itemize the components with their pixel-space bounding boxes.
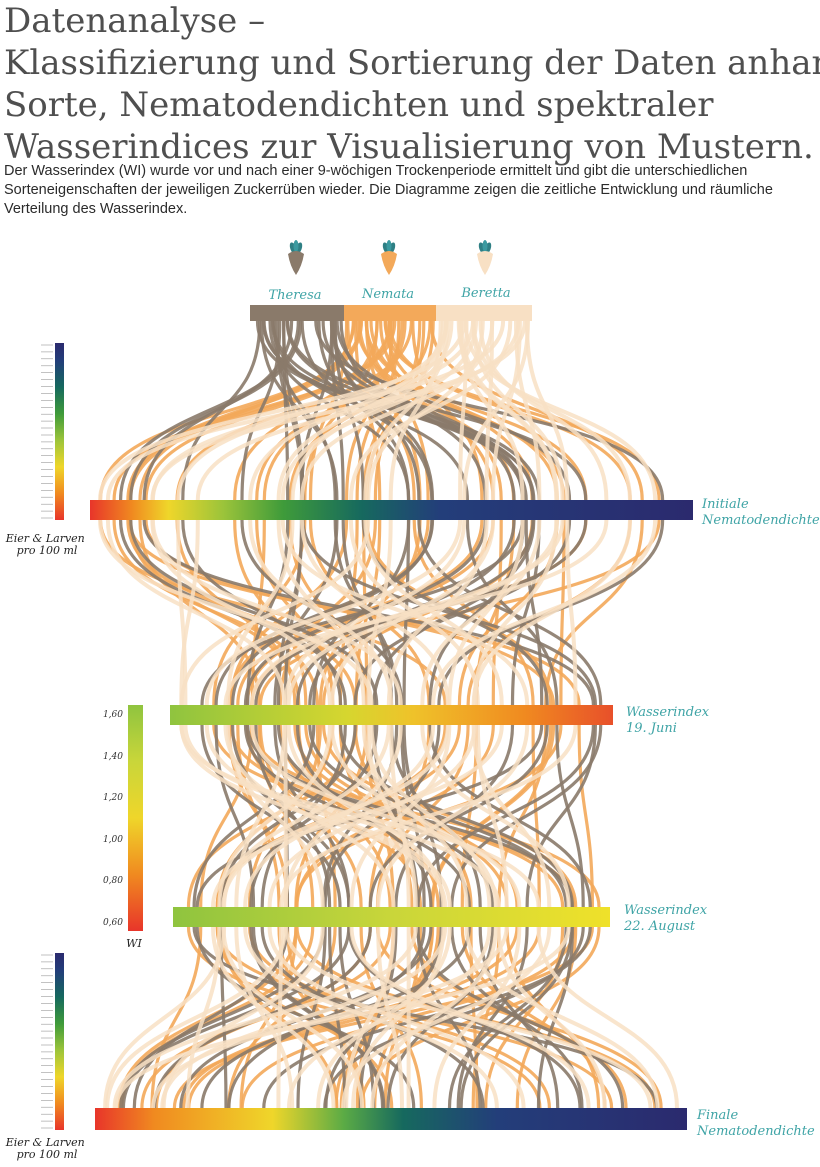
flow-line xyxy=(267,320,559,1109)
legend-ticks xyxy=(41,954,53,1129)
variety-beretta: Beretta xyxy=(460,240,511,301)
flow-line xyxy=(283,320,653,1109)
flow-line xyxy=(129,320,385,1109)
beet-icon xyxy=(477,240,493,275)
title-line: Datenanalyse – xyxy=(4,1,266,41)
variety-bar-beretta xyxy=(436,305,532,321)
legend-tick-label: 0,60 xyxy=(103,918,123,928)
flow-lines xyxy=(98,320,679,1109)
flow-line xyxy=(114,320,571,1109)
legend-tick-label: 1,00 xyxy=(103,835,123,845)
title-line: Wasserindices zur Visualisierung von Mus… xyxy=(4,127,814,167)
legend-unit-line: Eier & Larven xyxy=(5,532,85,545)
flow-line xyxy=(204,320,469,1109)
wi-legend: 1,60 1,40 1,20 1,00 0,80 0,60 WI xyxy=(103,705,143,950)
legend-unit: WI xyxy=(126,937,142,950)
flow-line xyxy=(429,320,644,1109)
axis-label-final: Finale Nematodendichte xyxy=(696,1108,815,1139)
title-line: Sorte, Nematodendichten und spektraler xyxy=(4,85,714,125)
legend-gradient-bar xyxy=(128,705,143,931)
flow-line xyxy=(250,320,565,1109)
axis-label-wi-june: Wasserindex 19. Juni xyxy=(626,705,713,736)
title-line: Klassifizierung und Sortierung der Daten… xyxy=(4,43,820,83)
flow-line xyxy=(341,320,632,1109)
flow-line xyxy=(98,320,492,1109)
axis-label-initial: Initiale Nematodendichte xyxy=(701,497,820,528)
axis-label-line: Wasserindex xyxy=(624,903,708,918)
flow-line xyxy=(161,320,454,1109)
description: Der Wasserindex (WI) wurde vor und nach … xyxy=(4,163,773,217)
flow-line xyxy=(112,320,443,1109)
axis-label-line: Initiale xyxy=(701,497,749,512)
axis-label-line: 22. August xyxy=(623,919,696,934)
legend-tick-label: 1,20 xyxy=(103,793,123,803)
variety-theresa: Theresa xyxy=(268,240,322,303)
flow-line xyxy=(179,320,679,1109)
beet-icon xyxy=(381,240,397,275)
legend-unit-line: Eier & Larven xyxy=(5,1136,85,1149)
nematode-legend-top: Eier & Larven pro 100 ml xyxy=(5,343,89,557)
axis-label-line: Nematodendichte xyxy=(696,1124,815,1139)
legend-unit-line: pro 100 ml xyxy=(17,1148,78,1161)
axis-label-line: Nematodendichte xyxy=(701,513,820,528)
flow-line xyxy=(243,320,658,1109)
axis-label-line: Finale xyxy=(696,1108,738,1123)
variety-label: Beretta xyxy=(460,286,510,301)
page-title: Datenanalyse – Klassifizierung und Sorti… xyxy=(4,0,820,168)
legend-gradient-bar xyxy=(55,953,64,1130)
legend-unit-line: pro 100 ml xyxy=(17,544,78,557)
axis-label-line: Wasserindex xyxy=(626,705,710,720)
flow-line xyxy=(282,320,597,1109)
flow-line xyxy=(219,320,572,1109)
flow-line xyxy=(349,320,591,1109)
beet-icon xyxy=(288,240,304,275)
legend-tick-label: 1,60 xyxy=(103,710,123,720)
axis-bar-initial xyxy=(90,500,693,520)
legend-tick-label: 1,40 xyxy=(103,752,123,762)
variety-nemata: Nemata xyxy=(361,240,414,302)
legend-tick-label: 0,80 xyxy=(103,876,123,886)
nematode-legend-bottom: Eier & Larven pro 100 ml xyxy=(5,953,89,1161)
legend-unit: Eier & Larven pro 100 ml xyxy=(5,532,89,557)
variety-bar-nemata xyxy=(344,305,436,321)
flow-line xyxy=(176,320,607,1109)
legend-gradient-bar xyxy=(55,343,64,520)
variety-label: Nemata xyxy=(361,287,414,302)
axis-bar-final xyxy=(95,1108,687,1130)
axis-bar-wi-june xyxy=(170,705,613,725)
flow-line xyxy=(211,320,504,1109)
variety-bar-theresa xyxy=(250,305,344,321)
legend-ticks xyxy=(41,344,53,519)
legend-unit: Eier & Larven pro 100 ml xyxy=(5,1136,89,1161)
axis-label-line: 19. Juni xyxy=(626,721,677,736)
axis-label-wi-aug: Wasserindex 22. August xyxy=(623,903,711,934)
flow-line xyxy=(276,320,578,1109)
axis-bar-wi-aug xyxy=(173,907,610,927)
variety-label: Theresa xyxy=(268,288,321,303)
